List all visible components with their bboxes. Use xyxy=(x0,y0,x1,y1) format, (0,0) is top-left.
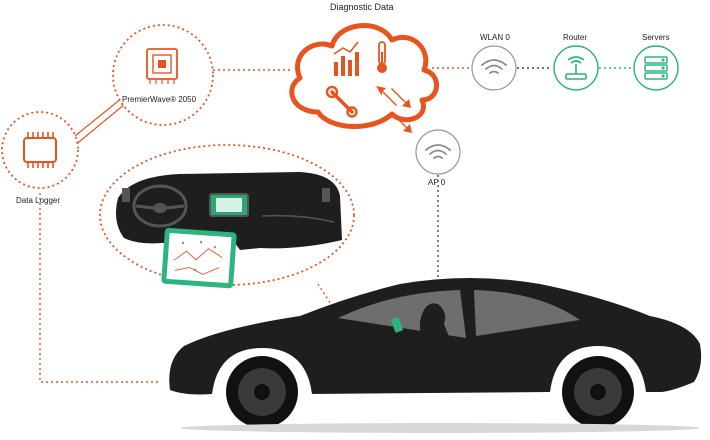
wifi-icon xyxy=(425,144,451,159)
chip-icon xyxy=(23,132,57,168)
router-label: Router xyxy=(563,33,588,42)
bar-chart-icon xyxy=(333,41,359,76)
dashboard-bubble xyxy=(99,144,355,289)
diagnostic-data-label: Diagnostic Data xyxy=(330,2,394,12)
servers-node xyxy=(633,45,679,91)
connection-lines xyxy=(39,67,634,383)
module-icon xyxy=(146,48,178,84)
data-logger-node xyxy=(1,97,126,189)
wlan-label: WLAN 0 xyxy=(480,33,510,42)
server-icon xyxy=(644,56,668,80)
thermometer-icon xyxy=(377,41,387,73)
data-logger-label: Data Logger xyxy=(16,196,61,205)
wrench-icon xyxy=(325,85,358,118)
wifi-icon xyxy=(481,59,507,74)
diagnostic-cloud xyxy=(289,23,439,129)
ap-label: AP 0 xyxy=(428,178,446,187)
steering-wheel-icon xyxy=(132,184,188,228)
car-silhouette xyxy=(169,278,702,433)
tablet-icon xyxy=(161,227,237,289)
router-icon xyxy=(565,56,587,80)
servers-label: Servers xyxy=(642,33,670,42)
router-node xyxy=(553,45,599,91)
sync-arrows-icon xyxy=(376,86,412,133)
premierwave-node xyxy=(112,24,214,126)
wlan-node xyxy=(471,45,517,91)
premierwave-label: PremierWave® 2050 xyxy=(122,95,197,104)
ap-node xyxy=(415,129,461,175)
